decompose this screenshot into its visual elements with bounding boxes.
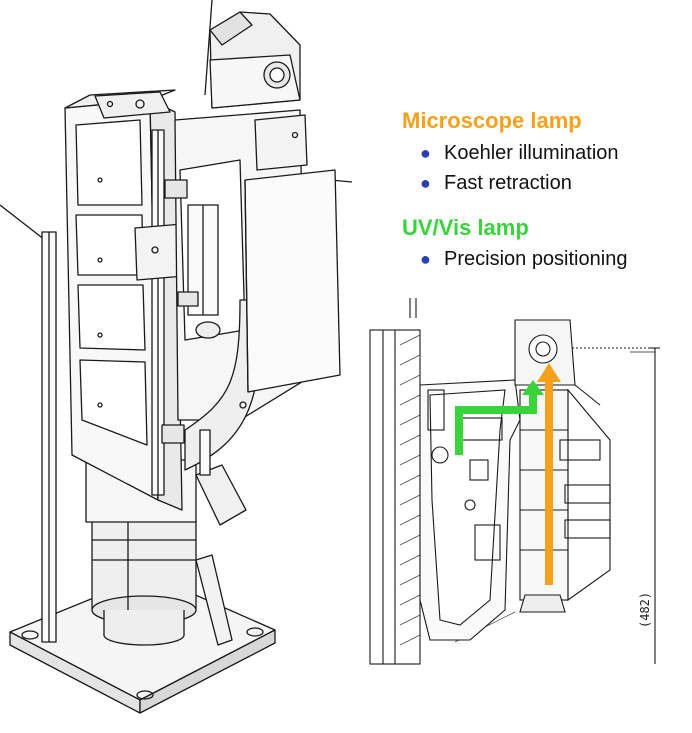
bullet-text: Fast retraction	[444, 172, 572, 194]
dimension-label: (482)	[638, 591, 652, 628]
isometric-assembly	[0, 0, 353, 714]
fast-retraction-item: ● Fast retraction	[420, 172, 572, 195]
bullet-icon: ●	[420, 143, 431, 163]
uvvis-lamp-title: UV/Vis lamp	[402, 215, 529, 240]
koehler-illumination-item: ● Koehler illumination	[420, 142, 619, 165]
microscope-light-path	[537, 363, 561, 585]
bullet-icon: ●	[420, 173, 431, 193]
cross-section	[369, 298, 660, 665]
bullet-text: Koehler illumination	[444, 142, 619, 164]
bullet-text: Precision positioning	[444, 248, 628, 270]
precision-positioning-item: ● Precision positioning	[420, 248, 627, 271]
bullet-icon: ●	[420, 249, 431, 269]
uvvis-light-path	[455, 380, 544, 455]
microscope-lamp-title: Microscope lamp	[402, 108, 582, 133]
